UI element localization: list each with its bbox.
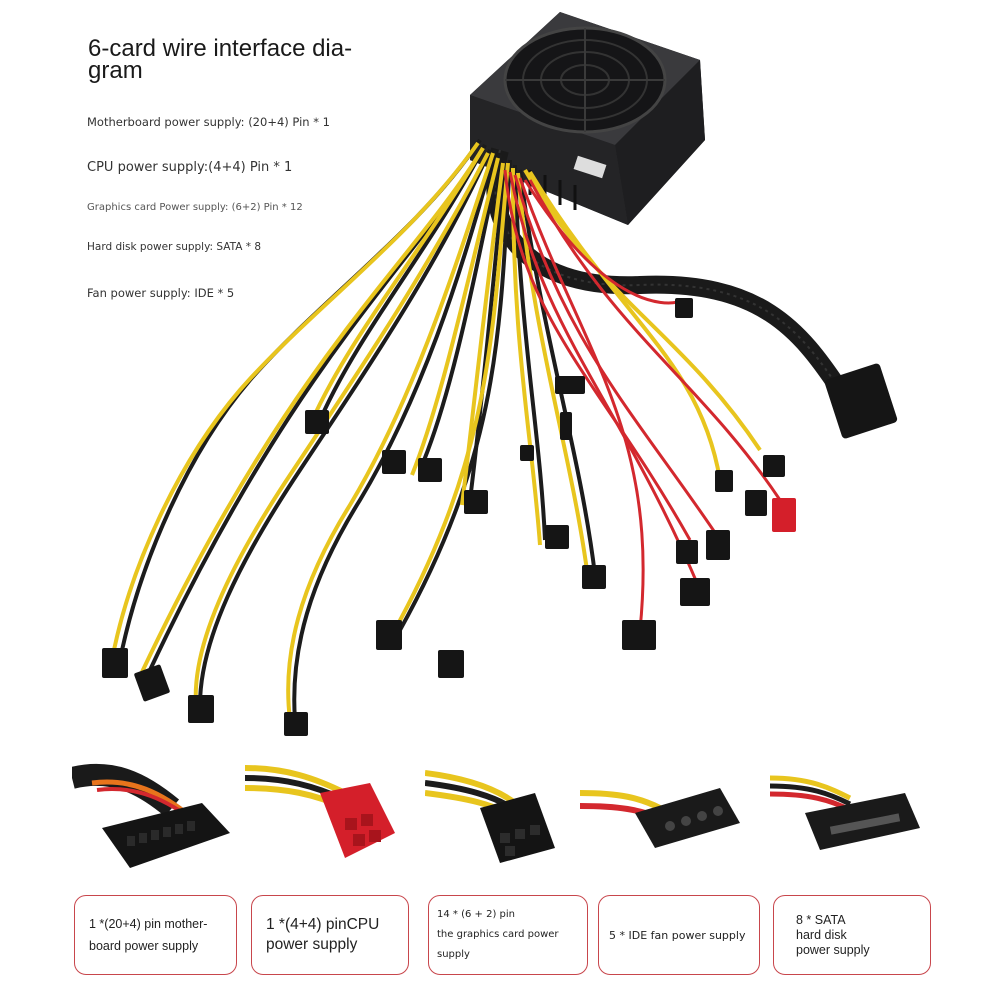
thumb-graphics-connector — [425, 770, 555, 863]
label-cpu: 1 *(4+4) pinCPU power supply — [251, 895, 409, 975]
spec-cpu: CPU power supply:(4+4) Pin * 1 — [87, 160, 293, 175]
thumb-motherboard-connector — [72, 763, 230, 868]
thumb-cpu-connector — [245, 765, 395, 858]
spec-motherboard: Motherboard power supply: (20+4) Pin * 1 — [87, 115, 330, 129]
label-ide-fan: 5 * IDE fan power supply — [598, 895, 760, 975]
cpu-connector — [772, 498, 796, 532]
psu-cable-illustration — [102, 12, 898, 736]
spec-hard-disk: Hard disk power supply: SATA * 8 — [87, 241, 262, 253]
label-motherboard: 1 *(20+4) pin mother- board power supply — [74, 895, 237, 975]
thumb-sata-connector — [770, 775, 920, 850]
fan-icon — [503, 26, 667, 134]
label-ide-fan-text: 5 * IDE fan power supply — [609, 928, 746, 942]
spec-graphics: Graphics card Power supply: (6+2) Pin * … — [87, 202, 303, 213]
psu-unit — [470, 12, 705, 225]
label-cpu-text: 1 *(4+4) pinCPU power supply — [266, 916, 380, 953]
label-graphics: 14 * (6 + 2) pin the graphics card power… — [428, 895, 588, 975]
label-sata: 8 * SATA hard disk power supply — [773, 895, 931, 975]
thumb-ide-connector — [580, 788, 740, 848]
label-motherboard-text: 1 *(20+4) pin mother- board power supply — [89, 917, 208, 953]
label-graphics-text: 14 * (6 + 2) pin the graphics card power… — [437, 909, 559, 960]
spec-fan: Fan power supply: IDE * 5 — [87, 286, 235, 300]
page-title: 6-card wire interface dia- gram — [88, 35, 353, 84]
label-sata-text: 8 * SATA hard disk power supply — [796, 912, 870, 957]
